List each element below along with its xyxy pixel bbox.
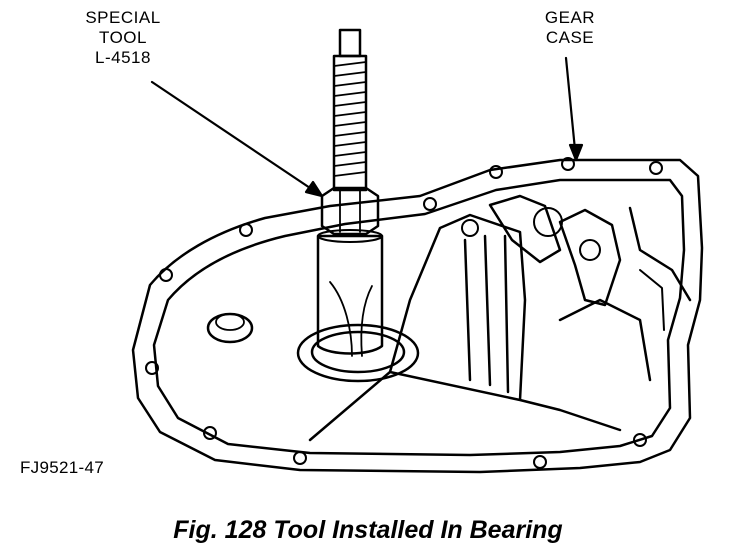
gear-case-callout: GEAR CASE <box>530 8 610 48</box>
bearing-bore <box>296 323 420 383</box>
shift-mechanism <box>488 194 692 307</box>
tool-body <box>316 234 384 355</box>
figure-caption: Fig. 128 Tool Installed In Bearing <box>173 516 563 544</box>
technical-illustration <box>131 28 704 474</box>
special-tool-line1: SPECIAL <box>85 8 161 27</box>
case-boss <box>206 312 254 344</box>
gear-case-leader <box>564 56 584 162</box>
internal-ribs <box>308 213 652 442</box>
special-tool-line3: L-4518 <box>95 48 151 67</box>
gear-case-line2: CASE <box>545 28 595 47</box>
bearing-race <box>310 330 406 374</box>
special-tool-callout: SPECIAL TOOL L-4518 <box>68 8 178 68</box>
gear-case-inner-rim <box>152 178 686 457</box>
special-tool-leader <box>150 80 324 198</box>
tool-threads <box>333 61 367 177</box>
special-tool-line2: TOOL <box>99 28 147 47</box>
flange-bolt-holes <box>145 157 663 469</box>
figure-code: FJ9521-47 <box>20 458 104 477</box>
gear-case-line1: GEAR <box>544 8 596 27</box>
tool-shaft-tip <box>338 28 362 58</box>
tool-hex-nut <box>320 186 380 236</box>
